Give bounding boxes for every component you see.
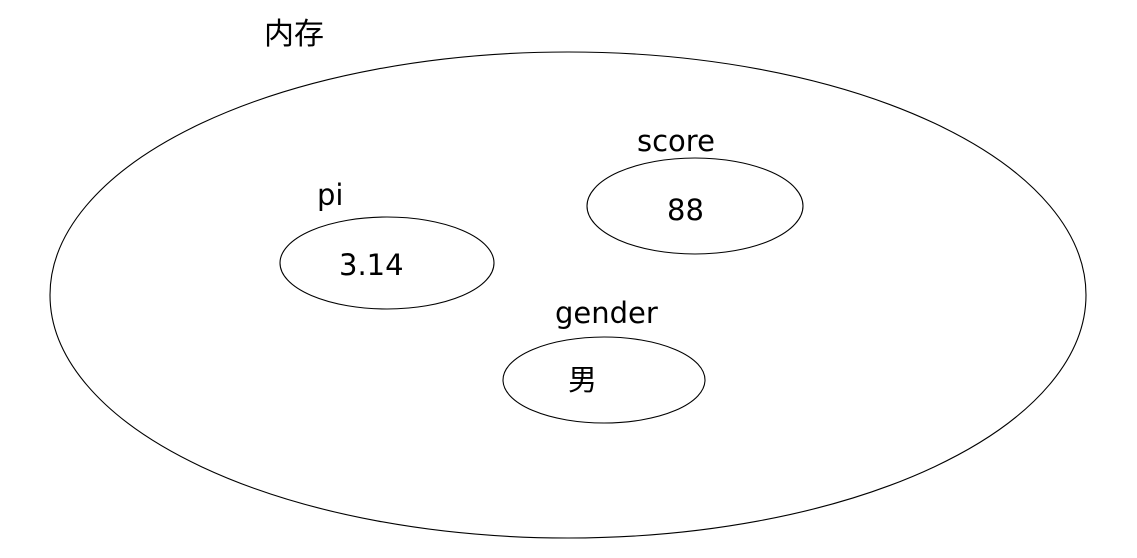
memory-container-ellipse <box>50 52 1086 538</box>
variable-value-score: 88 <box>667 193 704 227</box>
variable-label-gender: gender <box>555 296 658 330</box>
variable-value-pi: 3.14 <box>339 248 404 282</box>
variable-label-pi: pi <box>317 178 344 212</box>
memory-container-label: 内存 <box>264 17 324 52</box>
variable-label-score: score <box>637 124 715 158</box>
variable-ellipse-score <box>587 158 803 254</box>
variable-value-gender: 男 <box>568 363 598 397</box>
variable-ellipse-gender <box>503 337 705 423</box>
variable-ellipse-pi <box>280 217 494 309</box>
